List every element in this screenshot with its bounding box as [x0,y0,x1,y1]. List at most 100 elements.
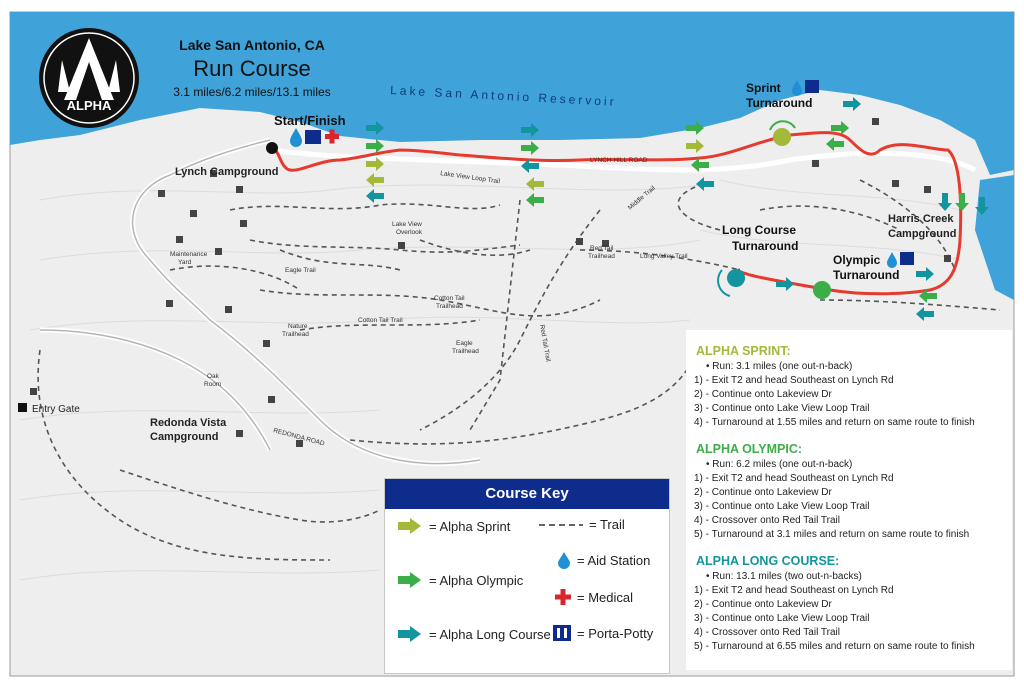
olympic-step: 2) - Continue onto Lakeview Dr [694,487,832,498]
aid-station-icon [290,128,302,147]
nature-trailhead-label-2: Trailhead [282,331,309,338]
maintenance-label: Maintenance [170,251,208,258]
long-course-arrow-icon [521,123,539,137]
trail-dash-icon [539,523,583,526]
harris-creek-label: Harris Creek [888,213,954,225]
olympic-course-arrow-icon [366,139,384,153]
aid-station-icon [558,552,570,569]
nature-trailhead-label: Nature [288,323,308,330]
long-turnaround-marker [727,269,745,287]
olympic-title: ALPHA OLYMPIC: [696,442,803,456]
lynch-hill-road-label: LYNCH HILL ROAD [590,157,648,164]
long-course-arrow-icon [975,197,989,215]
long-valley-trail-label: Long Valley Trail [640,253,688,260]
course-key: Course Key = Alpha Sprint = Alpha Olympi… [384,478,670,674]
long-run: • Run: 13.1 miles (two out-n-backs) [706,571,862,582]
olympic-run-text: Run: 6.2 miles (one out-n-back) [712,459,853,470]
overlook-label: Lake View [392,221,422,228]
logo-text: ALPHA [67,98,112,113]
harris-creek-label-2: Campground [888,228,956,240]
sprint-course-arrow-icon [366,157,384,171]
cotton-tail-trailhead-label-2: Trailhead [436,303,463,310]
long-section: ALPHA LONG COURSE: • Run: 13.1 miles (tw… [686,554,975,652]
sprint-step: 4) - Turnaround at 1.55 miles and return… [694,417,975,428]
porta-potty-icon [553,625,571,641]
entry-gate-label: Entry Gate [32,404,80,415]
sprint-turnaround-label-2: Turnaround [746,96,812,110]
olympic-turnaround-label-2: Turnaround [833,268,899,282]
long-run-text: Run: 13.1 miles (two out-n-backs) [712,571,862,582]
sprint-step: 3) - Continue onto Lake View Loop Trail [694,403,870,414]
long-course-arrow-icon [843,97,861,111]
olympic-course-arrow-icon [686,121,704,135]
porta-potty-icon [305,130,321,144]
olympic-step: 1) - Exit T2 and head Southeast on Lynch… [694,473,894,484]
key-potty-label: = Porta-Potty [577,625,654,641]
key-long-label: = Alpha Long Course [429,626,551,642]
sprint-section: ALPHA SPRINT: • Run: 3.1 miles (one out-… [686,344,975,428]
long-arrow-icon [398,626,421,642]
long-course-arrow-icon [776,277,794,291]
long-course-arrow-icon [696,177,714,191]
sprint-arrow-icon [398,518,421,534]
long-course-arrow-icon [366,121,384,135]
olympic-arrow-icon [398,572,421,588]
sprint-course-arrow-icon [686,139,704,153]
olympic-step: 4) - Crossover onto Red Tail Trail [694,515,840,526]
olympic-step: 5) - Turnaround at 3.1 miles and return … [694,529,970,540]
long-course-arrow-icon [366,189,384,203]
cotton-tail-trailhead-label: Cotton Tail [434,295,465,302]
lynch-campground-label: Lynch Campground [175,166,278,178]
entry-gate-icon [18,403,27,412]
key-potty: = Porta-Potty [553,625,653,641]
olympic-turnaround-label: Olympic [833,253,881,267]
alpha-logo: ALPHA [39,28,139,128]
olympic-course-arrow-icon [826,137,844,151]
olympic-course-arrow-icon [919,289,937,303]
eagle-trail-label: Eagle Trail [285,267,316,274]
olympic-course-arrow-icon [955,193,969,211]
sprint-course-arrow-icon [366,173,384,187]
sprint-step: 1) - Exit T2 and head Southeast on Lynch… [694,375,894,386]
key-long: = Alpha Long Course [397,625,551,643]
sprint-turnaround-marker [773,128,791,146]
key-medical: = Medical [555,589,633,605]
medical-icon [325,129,339,144]
long-step: 5) - Turnaround at 6.55 miles and return… [694,641,975,652]
maintenance-label-2: Yard [178,259,192,266]
long-course-arrow-icon [916,307,934,321]
long-course-arrow-icon [521,159,539,173]
aid-station-icon [887,252,897,268]
sprint-turnaround-label: Sprint [746,81,781,95]
sprint-title: ALPHA SPRINT: [696,344,791,358]
long-step: 3) - Continue onto Lake View Loop Trail [694,613,870,624]
medical-icon [555,589,571,605]
olympic-course-arrow-icon [526,193,544,207]
porta-potty-icon [900,252,914,265]
olympic-turnaround-marker [813,281,831,299]
olympic-course-arrow-icon [831,121,849,135]
course-key-title: Course Key [385,479,669,509]
aid-station-icon [792,80,802,96]
long-step: 4) - Crossover onto Red Tail Trail [694,627,840,638]
eagle-trailhead-label-2: Trailhead [452,348,479,355]
eagle-trailhead-label: Eagle [456,340,473,347]
olympic-run: • Run: 6.2 miles (one out-n-back) [706,459,853,470]
run-course-title: Run Course [193,56,310,81]
cotton-tail-trail-label: Cotton Tail Trail [358,317,403,324]
redonda-vista-label-2: Campground [150,431,218,443]
key-aid: = Aid Station [557,551,650,569]
key-trail: = Trail [539,517,625,532]
long-turnaround-label-2: Turnaround [732,239,798,253]
olympic-section: ALPHA OLYMPIC: • Run: 6.2 miles (one out… [686,442,969,540]
key-sprint-label: = Alpha Sprint [429,518,511,534]
olympic-course-arrow-icon [521,141,539,155]
redonda-vista-label: Redonda Vista [150,417,227,429]
sprint-course-arrow-icon [526,177,544,191]
sprint-run-text: Run: 3.1 miles (one out-n-back) [712,361,853,372]
red-tail-trailhead-label-2: Trailhead [588,253,615,260]
long-step: 2) - Continue onto Lakeview Dr [694,599,832,610]
long-title: ALPHA LONG COURSE: [696,554,840,568]
key-trail-label: = Trail [589,517,625,532]
overlook-label-2: Overlook [396,229,423,236]
